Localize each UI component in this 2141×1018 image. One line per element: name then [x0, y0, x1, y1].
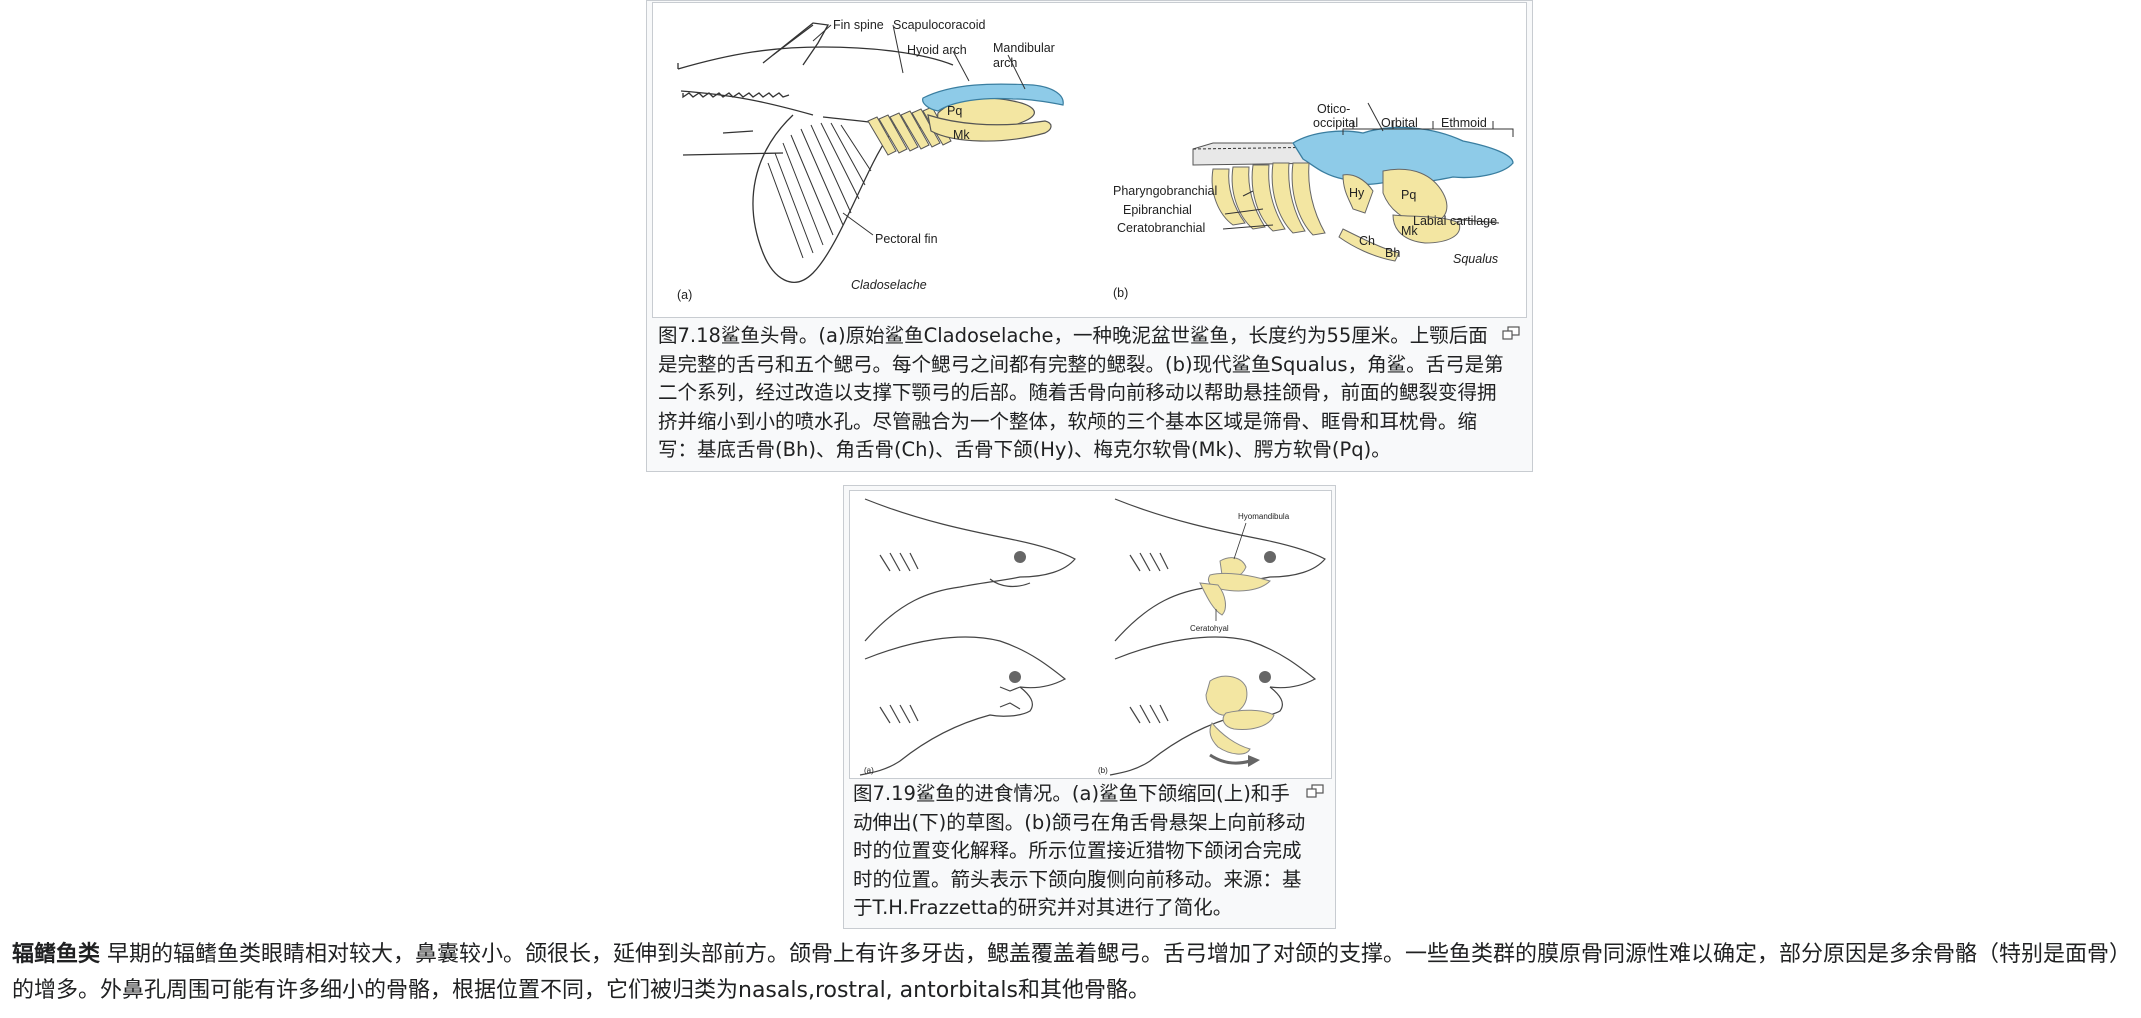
- label-mk-b: Mk: [1401, 224, 1418, 238]
- caption-line: 于T.H.Frazzetta的研究并对其进行了简化。: [853, 896, 1233, 919]
- label-labial-cartilage: Labial cartilage: [1413, 214, 1497, 228]
- caption-line: 二个系列，经过改造以支撑下颚弓的后部。随着舌骨向前移动以帮助悬挂颌骨，前面的鳃裂…: [658, 381, 1497, 404]
- caption-line: 图7.19鲨鱼的进食情况。(a)鲨鱼下颌缩回(上)和手: [853, 782, 1290, 805]
- enlarge-icon[interactable]: [1502, 326, 1520, 340]
- label-pectoral-fin: Pectoral fin: [875, 232, 938, 246]
- label-otico-1: Otico-: [1317, 102, 1350, 116]
- caption-line: 时的位置。箭头表示下颌向腹侧向前移动。来源：基: [853, 867, 1302, 891]
- body-paragraph: 辐鳍鱼类 早期的辐鳍鱼类眼睛相对较大，鼻囊较小。颌很长，延伸到头部前方。颌骨上有…: [12, 937, 2130, 1009]
- label-panel-a-2: (a): [864, 766, 874, 775]
- label-panel-b-2: (b): [1098, 766, 1108, 775]
- label-hy: Hy: [1349, 186, 1365, 200]
- label-hyomandibula: Hyomandibula: [1238, 512, 1290, 521]
- caption-line: 时的位置变化解释。所示位置接近猎物下颌闭合完成: [853, 839, 1302, 862]
- label-mandibular-2: arch: [993, 56, 1017, 70]
- section-term: 辐鳍鱼类: [12, 942, 101, 967]
- caption-line: 动伸出(下)的草图。(b)颌弓在角舌骨悬架上向前移动: [853, 810, 1306, 834]
- label-bh: Bh: [1385, 246, 1400, 260]
- label-pq-a: Pq: [947, 104, 962, 118]
- label-scapulocoracoid: Scapulocoracoid: [893, 18, 985, 32]
- label-orbital: Orbital: [1381, 116, 1418, 130]
- caption-line: 是完整的舌弓和五个鳃弓。每个鳃弓之间都有完整的鳃裂。(b)现代鲨鱼Squalus…: [658, 352, 1504, 376]
- label-otico-2: occipital: [1313, 116, 1358, 130]
- label-panel-b: (b): [1113, 286, 1128, 300]
- figure-1: Fin spine Scapulocoracoid Hyoid arch Man…: [646, 0, 1533, 472]
- figure-2-image[interactable]: Hyomandibula Ceratohyal (a) (b): [849, 490, 1332, 779]
- figure-1-image[interactable]: Fin spine Scapulocoracoid Hyoid arch Man…: [652, 2, 1527, 318]
- label-squalus: Squalus: [1453, 252, 1498, 266]
- label-pq-b: Pq: [1401, 188, 1416, 202]
- label-cladoselache: Cladoselache: [851, 278, 927, 292]
- caption-line: 写：基底舌骨(Bh)、角舌骨(Ch)、舌骨下颌(Hy)、梅克尔软骨(Mk)、腭方…: [658, 438, 1391, 461]
- enlarge-icon[interactable]: [1306, 784, 1324, 798]
- label-ceratobranchial: Ceratobranchial: [1117, 221, 1205, 235]
- caption-line: 图7.18鲨鱼头骨。(a)原始鲨鱼Cladoselache，一种晚泥盆世鲨鱼，长…: [658, 324, 1488, 347]
- label-panel-a: (a): [677, 288, 692, 302]
- caption-line: 挤并缩小到小的喷水孔。尽管融合为一个整体，软颅的三个基本区域是筛骨、眶骨和耳枕骨…: [658, 409, 1478, 433]
- label-fin-spine: Fin spine: [833, 18, 884, 32]
- figure-2: Hyomandibula Ceratohyal (a) (b) 图7.19鲨鱼的…: [843, 485, 1336, 929]
- label-hyoid-arch: Hyoid arch: [907, 43, 967, 57]
- label-mk-a: Mk: [953, 128, 970, 142]
- label-epibranchial: Epibranchial: [1123, 203, 1192, 217]
- label-mandibular-1: Mandibular: [993, 41, 1055, 55]
- shark-feeding-diagram: Hyomandibula Ceratohyal (a) (b): [859, 498, 1326, 776]
- paragraph-text: 早期的辐鳍鱼类眼睛相对较大，鼻囊较小。颌很长，延伸到头部前方。颌骨上有许多牙齿，…: [12, 942, 2121, 1003]
- shark-skull-diagram: Fin spine Scapulocoracoid Hyoid arch Man…: [677, 18, 1514, 302]
- label-ch: Ch: [1359, 234, 1375, 248]
- label-ethmoid: Ethmoid: [1441, 116, 1487, 130]
- figure-1-caption: 图7.18鲨鱼头骨。(a)原始鲨鱼Cladoselache，一种晚泥盆世鲨鱼，长…: [658, 322, 1518, 465]
- label-ceratohyal: Ceratohyal: [1190, 624, 1229, 633]
- label-pharyngobranchial: Pharyngobranchial: [1113, 184, 1217, 198]
- figure-2-caption: 图7.19鲨鱼的进食情况。(a)鲨鱼下颌缩回(上)和手 动伸出(下)的草图。(b…: [853, 780, 1313, 923]
